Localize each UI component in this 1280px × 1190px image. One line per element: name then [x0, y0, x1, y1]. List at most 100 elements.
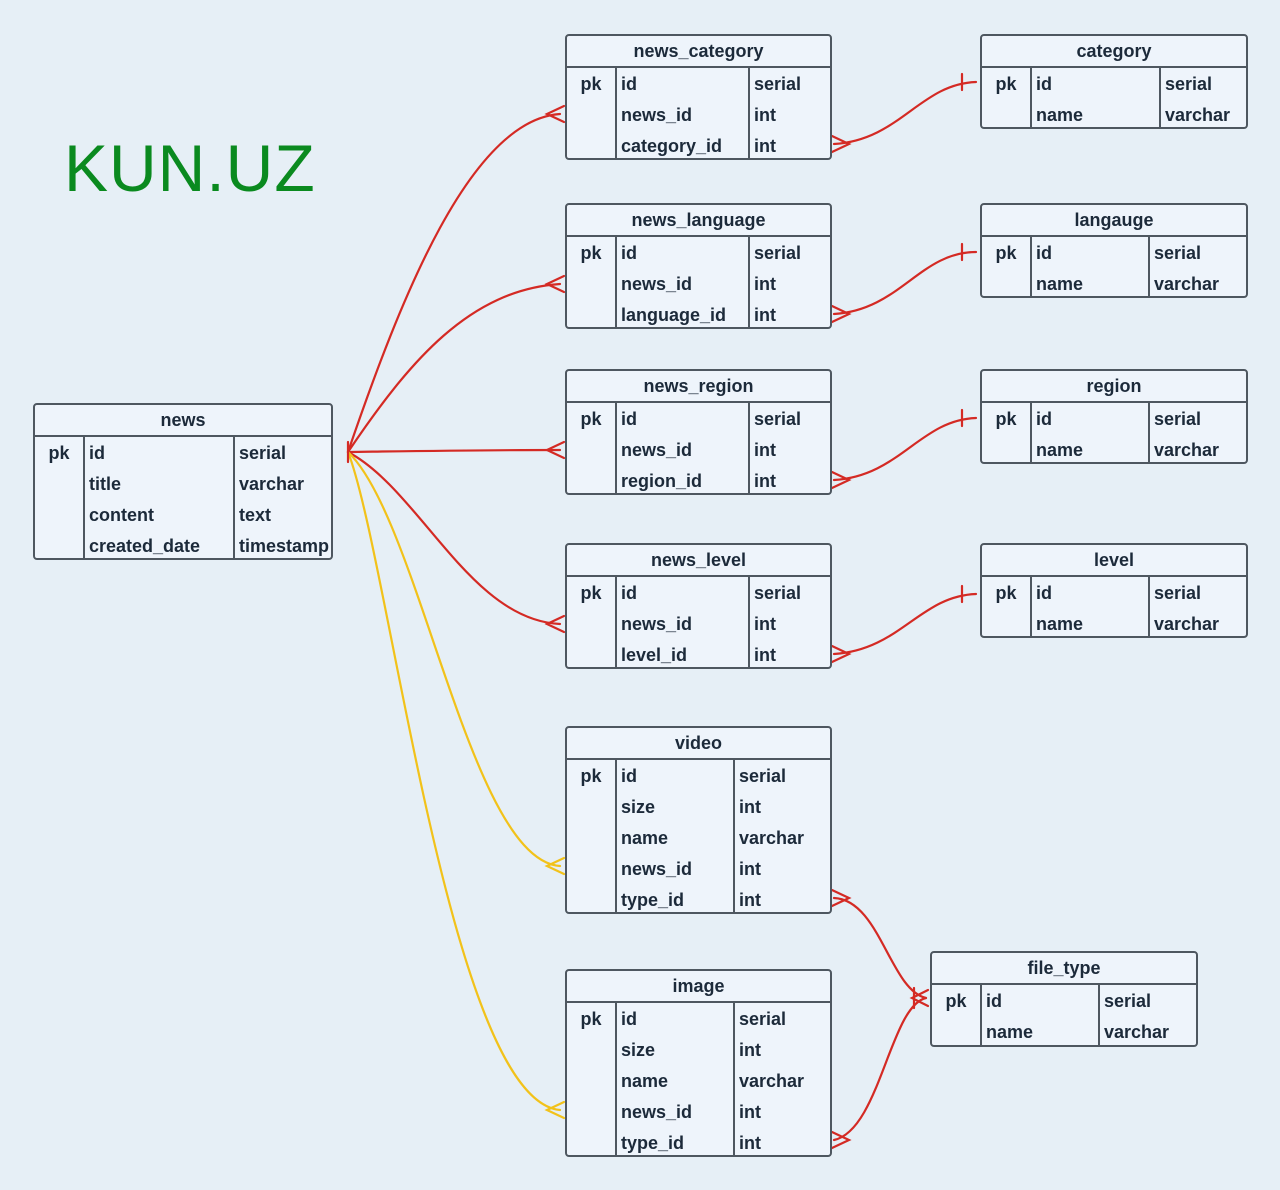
table-file-type[interactable]: file_type pk id name serial varchar	[930, 951, 1198, 1047]
table-news-level[interactable]: news_level pk id news_id level_id serial…	[565, 543, 832, 669]
table-header: region	[982, 371, 1246, 403]
pk-label: pk	[48, 443, 70, 463]
field-type: int	[754, 471, 776, 491]
table-header: news	[35, 405, 331, 437]
table-news-category[interactable]: news_category pk id news_id category_id …	[565, 34, 832, 160]
field-type: timestamp	[239, 536, 330, 556]
field-type: serial	[1154, 243, 1202, 263]
crowfoot-region-id	[830, 470, 852, 490]
table-news-region[interactable]: news_region pk id news_id region_id seri…	[565, 369, 832, 495]
field-name: content	[89, 505, 154, 525]
link-news-level-level	[832, 592, 978, 656]
link-news-image	[346, 450, 562, 1112]
table-image[interactable]: image pk id size name news_id type_id se…	[565, 969, 832, 1157]
crowfoot-video-type	[830, 888, 852, 908]
crowfoot-image-type	[830, 1130, 852, 1150]
field-type: varchar	[1165, 105, 1231, 125]
field-name: id	[621, 243, 637, 263]
field-name: category_id	[621, 136, 723, 156]
table-header: news_level	[567, 545, 830, 577]
field-type: serial	[1165, 74, 1213, 94]
table-header: langauge	[982, 205, 1246, 237]
field-name: news_id	[621, 614, 693, 634]
field-type: int	[754, 305, 776, 325]
pk-label: pk	[580, 1009, 602, 1029]
field-name: id	[1036, 409, 1052, 429]
link-news-region-region	[832, 416, 978, 482]
field-name: id	[621, 766, 637, 786]
field-name: id	[1036, 243, 1052, 263]
pk-label: pk	[995, 243, 1017, 263]
link-news-news-language	[346, 282, 562, 454]
table-region[interactable]: region pk id name serial varchar	[980, 369, 1248, 464]
field-type: int	[739, 859, 761, 879]
table-header: file_type	[932, 953, 1196, 985]
field-name: id	[621, 409, 637, 429]
field-type: int	[739, 797, 761, 817]
field-type: int	[754, 614, 776, 634]
link-news-news-category	[346, 112, 562, 454]
link-news-news-region	[346, 448, 562, 454]
field-type: text	[239, 505, 272, 525]
link-news-video	[346, 450, 562, 868]
crowfoot-news-language	[544, 274, 566, 294]
pk-label: pk	[580, 766, 602, 786]
table-video[interactable]: video pk id size name news_id type_id se…	[565, 726, 832, 914]
pk-label: pk	[580, 243, 602, 263]
field-name: level_id	[621, 645, 688, 665]
field-type: varchar	[1154, 274, 1220, 294]
table-news-language[interactable]: news_language pk id news_id language_id …	[565, 203, 832, 329]
table-header: image	[567, 971, 830, 1003]
field-name: id	[1036, 74, 1052, 94]
link-news-category-category	[832, 80, 978, 146]
field-type: varchar	[739, 828, 805, 848]
field-type: varchar	[1154, 614, 1220, 634]
field-name: title	[89, 474, 122, 494]
pk-label: pk	[580, 74, 602, 94]
field-name: region_id	[621, 471, 703, 491]
field-type: serial	[754, 409, 802, 429]
field-type: int	[754, 645, 776, 665]
field-type: serial	[754, 583, 802, 603]
crowfoot-category-id	[830, 134, 852, 154]
field-name: news_id	[621, 1102, 693, 1122]
field-type: int	[754, 136, 776, 156]
field-name: type_id	[621, 1133, 685, 1153]
field-name: size	[621, 797, 656, 817]
field-type: varchar	[239, 474, 305, 494]
field-name: name	[1036, 105, 1084, 125]
field-name: name	[1036, 440, 1084, 460]
table-header: news_language	[567, 205, 830, 237]
table-header: category	[982, 36, 1246, 68]
crowfoot-news-region	[544, 440, 566, 460]
link-video-file-type	[832, 896, 928, 1000]
table-level[interactable]: level pk id name serial varchar	[980, 543, 1248, 638]
field-name: id	[986, 991, 1002, 1011]
table-category[interactable]: category pk id name serial varchar	[980, 34, 1248, 129]
table-langauge[interactable]: langauge pk id name serial varchar	[980, 203, 1248, 298]
pk-label: pk	[580, 583, 602, 603]
field-type: varchar	[739, 1071, 805, 1091]
field-type: int	[754, 105, 776, 125]
link-image-file-type	[832, 996, 928, 1142]
field-name: name	[621, 1071, 669, 1091]
field-type: int	[739, 890, 761, 910]
field-name: id	[621, 583, 637, 603]
field-name: news_id	[621, 274, 693, 294]
field-type: serial	[739, 1009, 787, 1029]
field-type: int	[739, 1133, 761, 1153]
table-header: news_region	[567, 371, 830, 403]
table-news[interactable]: news pk id title content created_date se…	[33, 403, 333, 560]
crowfoot-image-news	[544, 1100, 566, 1120]
field-type: varchar	[1104, 1022, 1170, 1042]
field-type: serial	[1104, 991, 1152, 1011]
field-type: serial	[1154, 583, 1202, 603]
field-type: serial	[1154, 409, 1202, 429]
pk-label: pk	[580, 409, 602, 429]
link-news-language-langauge	[832, 250, 978, 316]
crowfoot-video-news	[544, 856, 566, 876]
table-header: news_category	[567, 36, 830, 68]
pk-label: pk	[995, 74, 1017, 94]
field-type: serial	[739, 766, 787, 786]
field-name: id	[1036, 583, 1052, 603]
